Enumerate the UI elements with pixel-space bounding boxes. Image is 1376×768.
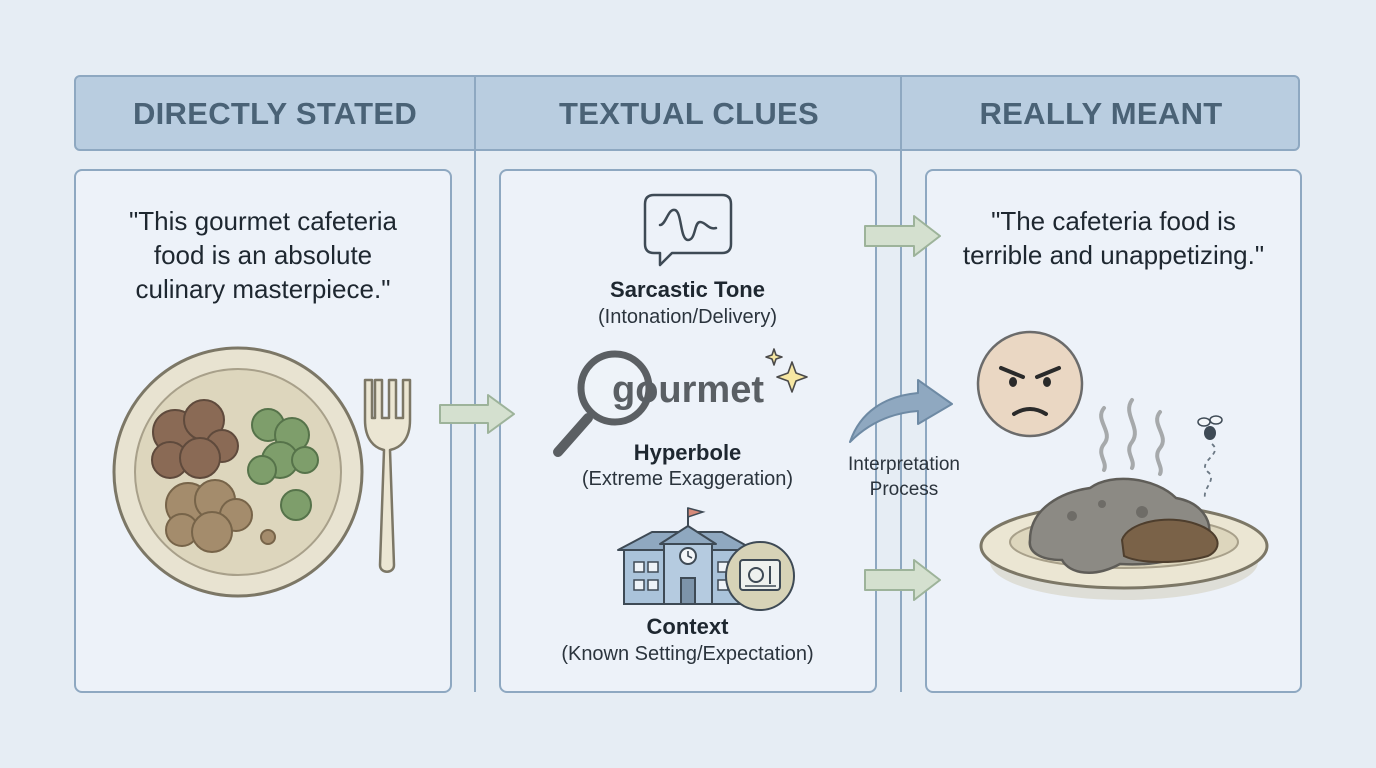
header-directly-stated: DIRECTLY STATED — [132, 96, 418, 131]
arrow-context-to-meant — [864, 559, 941, 601]
curved-arrow-icon — [849, 379, 953, 443]
stated-quote-line: culinary masterpiece." — [135, 274, 391, 304]
interpretation-process-label: Interpretation Process — [826, 452, 982, 502]
school-building-icon — [617, 507, 795, 611]
steam-icon — [1099, 398, 1165, 476]
unappetizing-dish-icon — [979, 477, 1269, 600]
arrow-stated-to-clues — [439, 394, 515, 434]
meant-quote-line: terrible and unappetizing." — [962, 240, 1265, 270]
meant-quote: "The cafeteria food is terrible and unap… — [927, 204, 1300, 272]
meant-quote-line: "The cafeteria food is — [991, 206, 1236, 236]
column-divider — [900, 75, 902, 692]
process-label-line: Interpretation — [848, 454, 960, 475]
magnifying-glass-icon — [553, 350, 653, 457]
angry-face-icon — [976, 330, 1084, 438]
gourmet-plate-icon — [112, 346, 364, 598]
sparkle-icon — [765, 348, 808, 393]
fork-icon — [363, 378, 412, 573]
magnified-word: gourmet — [612, 369, 764, 411]
clue-context-title: Context — [646, 614, 729, 639]
clue-hyperbole-subtitle: (Extreme Exaggeration) — [581, 468, 794, 490]
header-textual-clues: TEXTUAL CLUES — [559, 96, 819, 131]
speech-bubble-waveform-icon — [643, 193, 733, 267]
stated-quote-line: food is an absolute — [153, 240, 373, 270]
arrow-tone-to-meant — [864, 215, 941, 257]
panel-really-meant — [925, 169, 1302, 693]
stated-quote: "This gourmet cafeteria food is an absol… — [76, 204, 450, 306]
header-really-meant: REALLY MEANT — [979, 96, 1223, 131]
panel-textual-clues — [499, 169, 877, 693]
clue-tone-title: Sarcastic Tone — [610, 277, 765, 302]
clue-hyperbole-title: Hyperbole — [633, 440, 742, 465]
fly-icon — [1197, 415, 1223, 501]
stated-quote-line: "This gourmet cafeteria — [129, 206, 397, 236]
process-label-line: Process — [869, 479, 939, 500]
clue-tone-subtitle: (Intonation/Delivery) — [598, 306, 777, 328]
column-header-bar — [74, 75, 1300, 151]
clue-context-subtitle: (Known Setting/Expectation) — [561, 643, 814, 665]
column-divider — [474, 75, 476, 692]
